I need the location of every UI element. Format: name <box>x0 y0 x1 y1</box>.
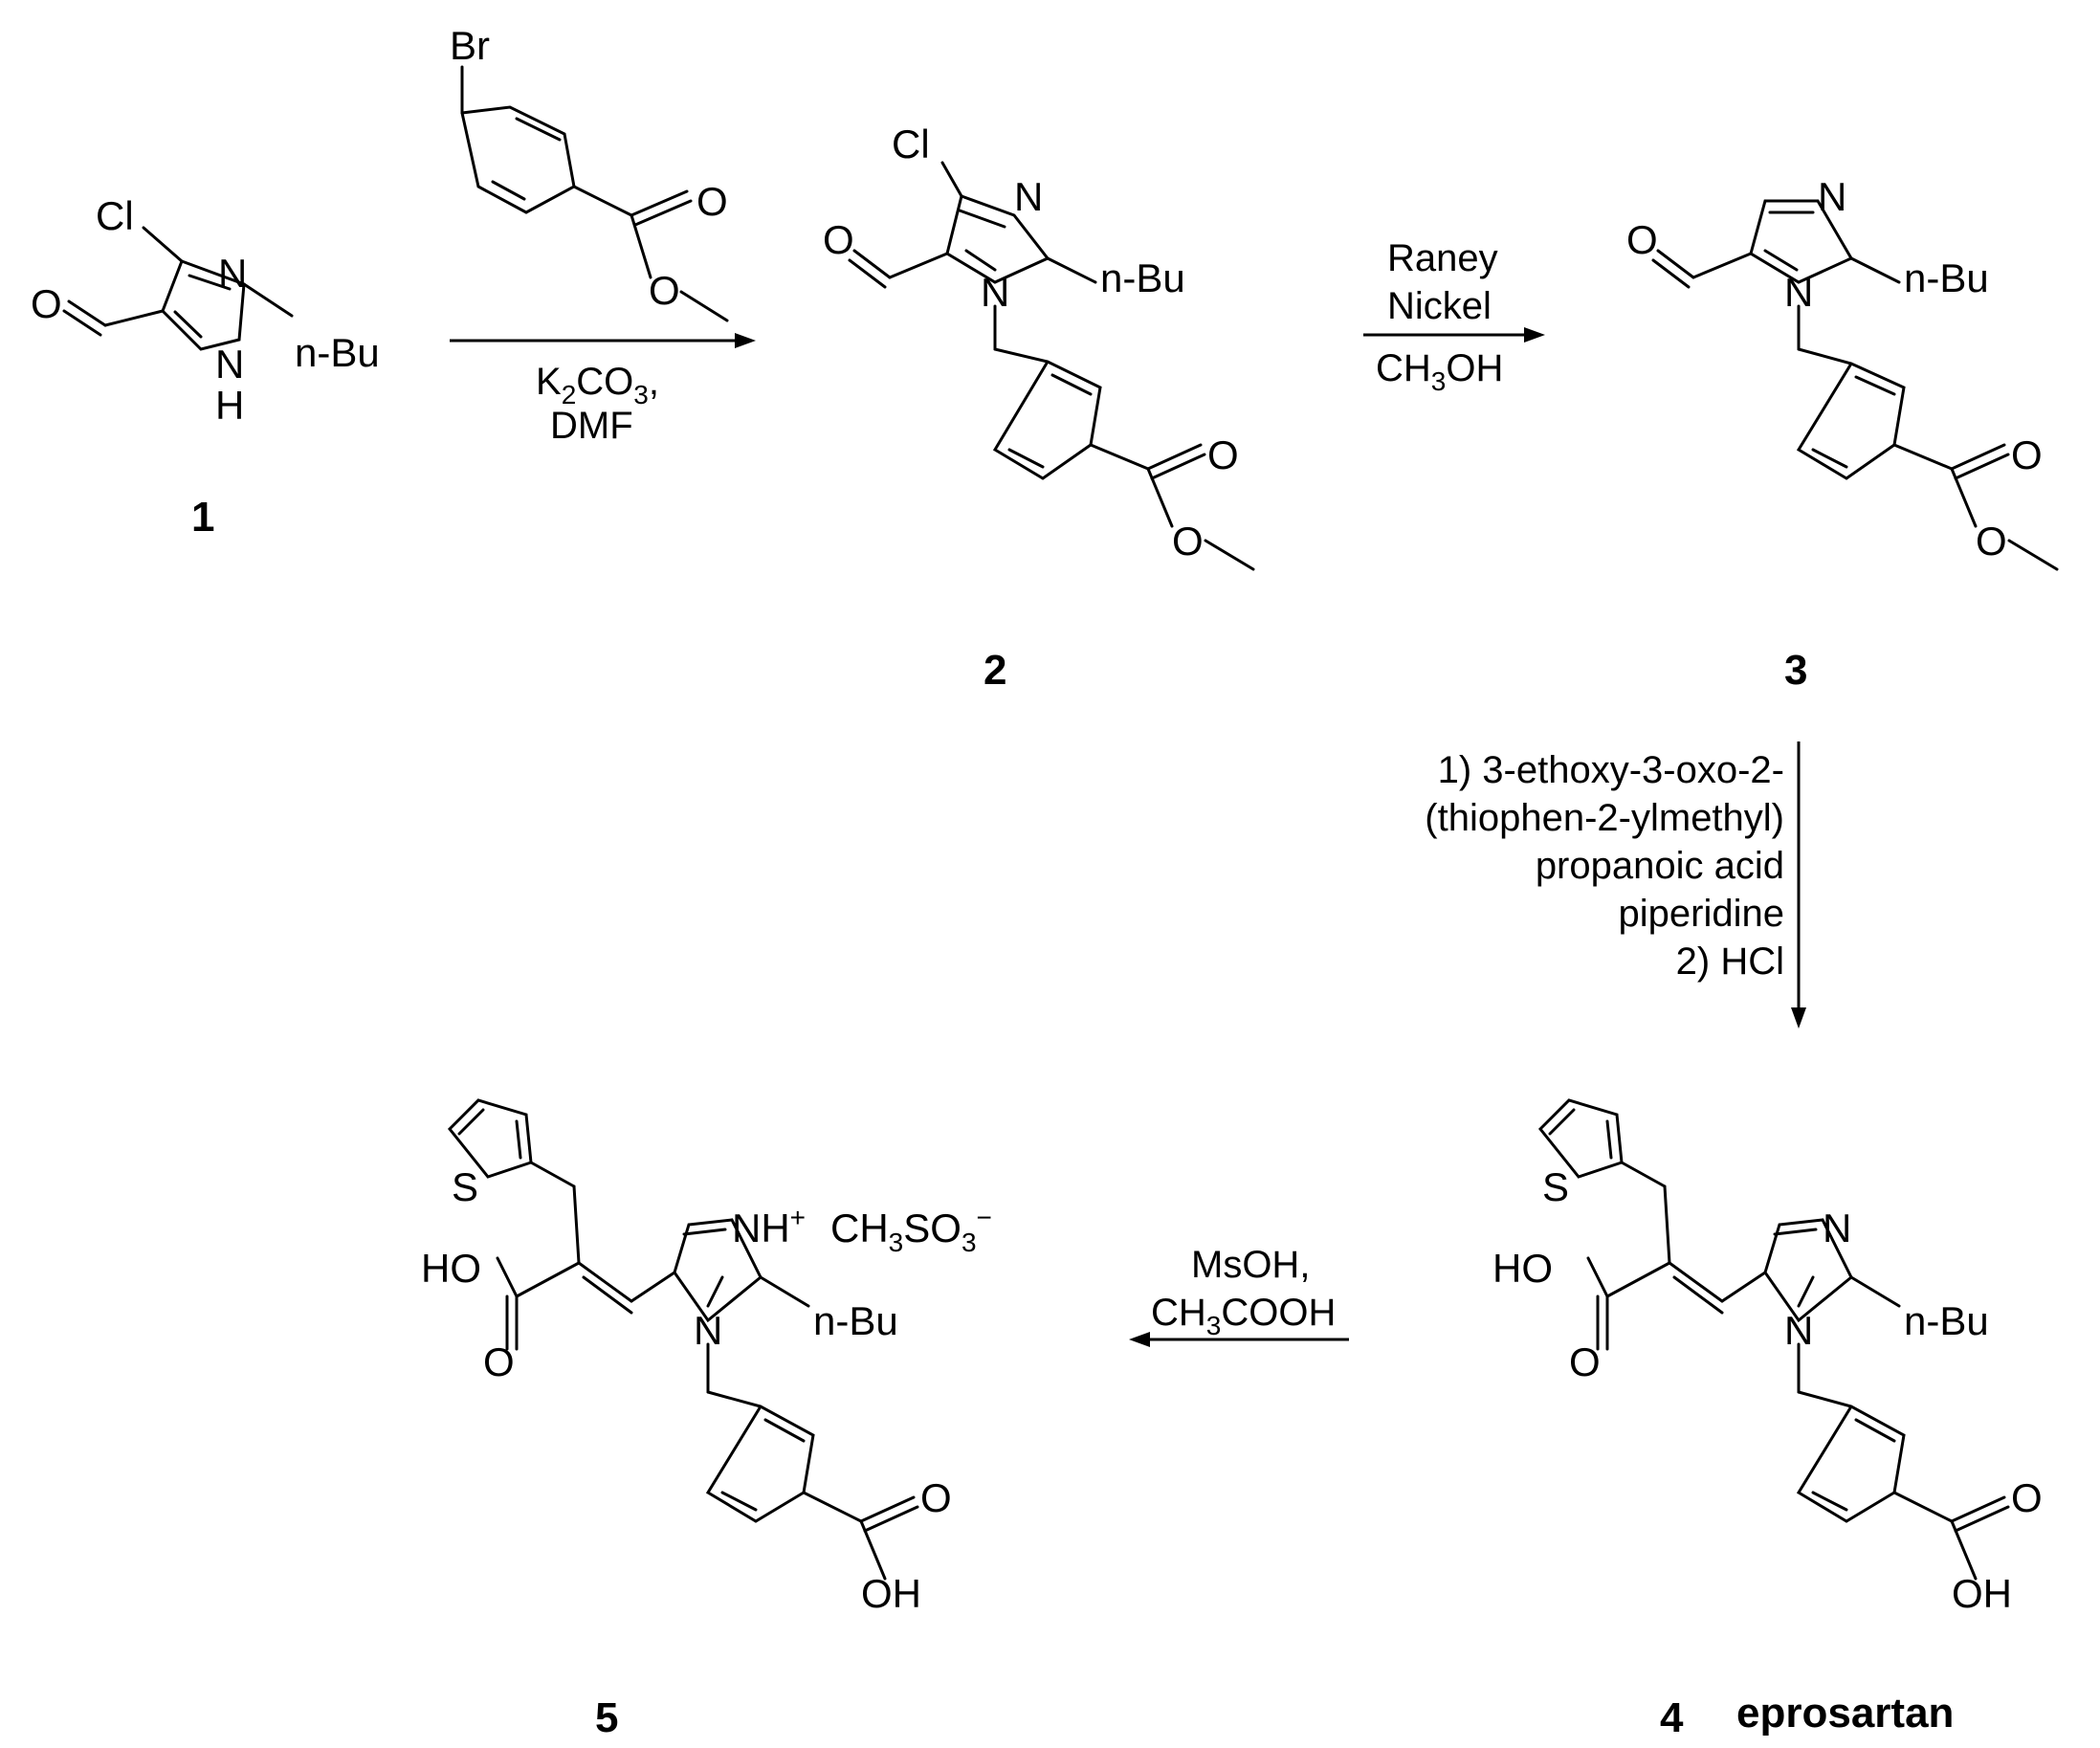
compound-1-structure: Cl N N H O n-Bu <box>31 193 380 428</box>
n-butyl-group: n-Bu <box>1100 255 1185 300</box>
chlorine-atom: Cl <box>96 193 134 238</box>
n-butyl-group: n-Bu <box>1904 1298 1989 1343</box>
reaction-arrow-4 <box>1129 1332 1349 1347</box>
sulfur-atom: S <box>452 1164 478 1209</box>
reagent-acetic-acid: CH3COOH <box>1151 1292 1336 1340</box>
nitrogen-atom: N <box>1014 174 1043 219</box>
oxygen-atom: O <box>649 268 680 313</box>
oxygen-atom: O <box>1976 519 2007 564</box>
nitrogen-atom: N <box>1818 174 1846 219</box>
bromine-atom: Br <box>450 23 490 68</box>
oxygen-atom: O <box>483 1339 515 1384</box>
hydroxyl-group: HO <box>421 1246 481 1291</box>
compound-5-label: 5 <box>595 1694 618 1741</box>
compound-4-label: 4 <box>1660 1694 1684 1741</box>
nitrogen-atom: N <box>981 270 1009 315</box>
reagent-step3-line3: propanoic acid <box>1536 845 1784 887</box>
hydroxyl-group: OH <box>861 1571 921 1616</box>
bromomethyl-benzoate-structure: Br O O <box>450 23 729 322</box>
reagent-step3-line1: 1) 3-ethoxy-3-oxo-2- <box>1438 749 1784 791</box>
oxygen-atom: O <box>31 281 62 326</box>
protonated-nitrogen: NH+ <box>732 1203 806 1250</box>
reagent-step3-line5: 2) HCl <box>1676 940 1784 983</box>
oxygen-atom: O <box>1207 432 1239 477</box>
nitrogen-atom: N <box>215 342 244 387</box>
nitrogen-atom: N <box>218 251 247 296</box>
hydrogen-atom: H <box>215 383 244 428</box>
nitrogen-atom: N <box>1784 1308 1813 1353</box>
nitrogen-atom: N <box>1823 1206 1851 1250</box>
reagent-step3-line4: piperidine <box>1619 893 1784 935</box>
compound-3-structure: N N O n-Bu O O <box>1626 174 2059 571</box>
oxygen-atom: O <box>696 179 728 224</box>
reagent-step3-line2: (thiophen-2-ylmethyl) <box>1425 797 1784 839</box>
oxygen-atom: O <box>1172 519 1204 564</box>
oxygen-atom: O <box>823 217 854 262</box>
mesylate-anion: CH3SO3− <box>830 1203 992 1257</box>
reagent-msoh: MsOH, <box>1191 1244 1310 1286</box>
oxygen-atom: O <box>1626 217 1658 262</box>
oxygen-atom: O <box>2011 1475 2043 1520</box>
compound-5-structure: S HO O NH+ CH3SO3− N n-Bu O OH <box>421 1098 992 1616</box>
oxygen-atom: O <box>2011 432 2043 477</box>
reaction-arrow-2 <box>1363 327 1545 343</box>
chlorine-atom: Cl <box>892 122 930 166</box>
compound-2-structure: Cl N N O n-Bu O O <box>823 122 1255 571</box>
nitrogen-atom: N <box>1784 270 1813 315</box>
n-butyl-group: n-Bu <box>1904 255 1989 300</box>
compound-2-label: 2 <box>984 647 1006 694</box>
sulfur-atom: S <box>1542 1164 1569 1209</box>
n-butyl-group: n-Bu <box>813 1298 898 1343</box>
reaction-arrow-1 <box>450 333 756 348</box>
reagent-methanol: CH3OH <box>1376 347 1503 396</box>
reagent-raney: Raney <box>1387 237 1498 279</box>
nitrogen-atom: N <box>694 1308 722 1353</box>
reagent-nickel: Nickel <box>1387 285 1492 327</box>
compound-4-structure: S HO O N N n-Bu O OH <box>1492 1098 2043 1616</box>
hydroxyl-group: OH <box>1952 1571 2012 1616</box>
reagent-k2co3: K2CO3, <box>536 361 659 409</box>
reagent-dmf: DMF <box>550 405 633 447</box>
compound-3-label: 3 <box>1784 647 1807 694</box>
compound-1-label: 1 <box>191 494 214 541</box>
n-butyl-group: n-Bu <box>295 330 380 375</box>
compound-4-name: eprosartan <box>1736 1690 1954 1737</box>
oxygen-atom: O <box>1569 1339 1601 1384</box>
reaction-arrow-3 <box>1791 741 1806 1029</box>
hydroxyl-group: HO <box>1492 1246 1553 1291</box>
oxygen-atom: O <box>920 1475 952 1520</box>
